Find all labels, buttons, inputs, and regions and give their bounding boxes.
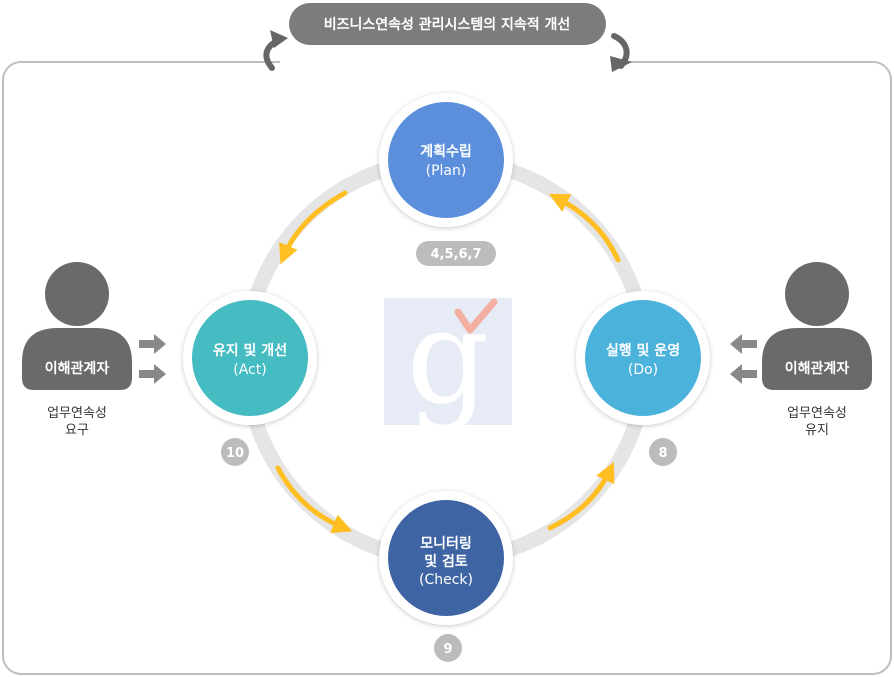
right-caption-2: 유지 [805,423,829,438]
check-node: 모니터링 및 검토 (Check) [379,491,513,625]
left-stakeholder-label: 이해관계자 [45,360,110,377]
left-stakeholder: 이해관계자 업무연속성 요구 [22,262,132,438]
svg-text:g: g [406,281,489,433]
check-sublabel: (Check) [419,572,473,588]
right-person-body-icon [762,328,872,390]
right-stakeholder-label: 이해관계자 [785,360,850,377]
arrow-plan-to-act [279,190,348,265]
act-circle [192,300,308,416]
check-badge [434,634,462,662]
left-cycle-arrow-icon [263,30,288,71]
do-label: 실행 및 운영 [606,342,680,359]
do-circle [585,300,701,416]
arrow-check-to-do [547,461,615,531]
left-caption-1: 업무연속성 [47,406,107,421]
right-cycle-arrow-icon [610,33,632,72]
act-sublabel: (Act) [233,362,266,378]
title-text: 비즈니스연속성 관리시스템의 지속적 개선 [324,16,570,33]
check-label-2: 및 검토 [424,553,468,570]
left-input-arrows-icon [139,334,166,384]
check-label: 모니터링 [420,535,472,552]
act-node: 유지 및 개선 (Act) [183,291,317,425]
act-badge-text: 10 [226,446,244,461]
plan-circle [388,102,504,218]
right-caption-1: 업무연속성 [787,406,847,421]
do-badge [649,438,677,466]
do-badge-text: 8 [658,446,667,461]
plan-node: 계획수립 (Plan) [379,93,513,227]
plan-sublabel: (Plan) [426,163,467,179]
right-input-arrows-icon [730,334,757,384]
right-person-head-icon [785,262,849,326]
arrow-act-to-check [275,465,353,534]
left-caption-2: 요구 [65,423,89,438]
act-badge [221,438,249,466]
do-sublabel: (Do) [628,362,658,378]
left-person-head-icon [45,262,109,326]
check-circle [388,500,504,616]
act-label: 유지 및 개선 [213,342,287,359]
left-person-body-icon [22,328,132,390]
do-node: 실행 및 운영 (Do) [576,291,710,425]
check-badge-text: 9 [443,642,452,657]
arrow-do-to-plan [548,193,621,263]
logo: g [384,281,512,433]
title-pill [289,3,606,45]
plan-label: 계획수립 [420,143,472,160]
plan-badge-text: 4,5,6,7 [431,247,482,262]
plan-badge [416,241,496,266]
right-stakeholder: 이해관계자 업무연속성 유지 [762,262,872,438]
